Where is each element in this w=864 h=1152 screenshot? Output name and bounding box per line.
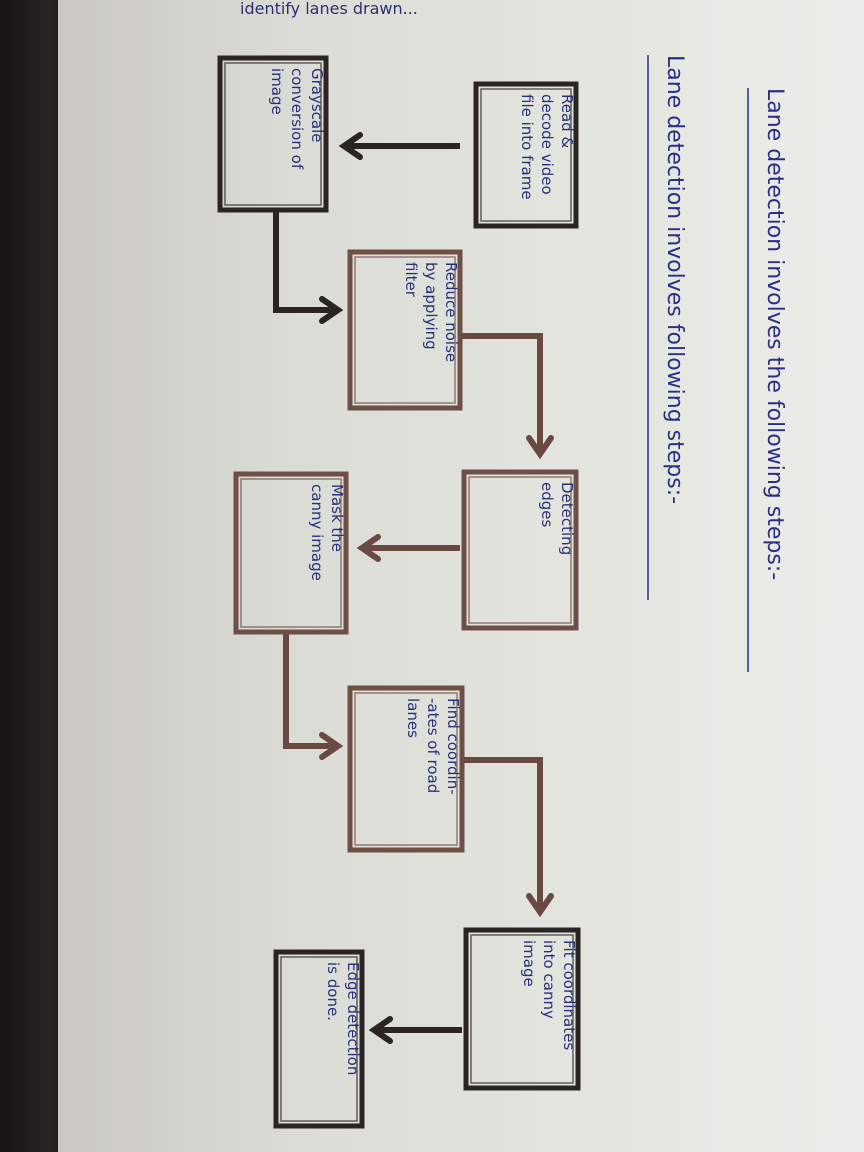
step-label-line: Fit coordinates	[560, 940, 578, 1050]
step-box-inner-border	[480, 88, 572, 222]
step-label-line: by applying	[422, 262, 440, 350]
arrow-mask-to-find	[283, 634, 344, 760]
arrow-fit-to-done	[368, 1016, 462, 1044]
step-box-border	[347, 249, 463, 411]
step-label-line: is done.	[324, 962, 342, 1021]
step-label-line: -ates of road	[424, 698, 442, 793]
step-label-line: Mask the	[328, 484, 346, 552]
step-label-line: edges	[538, 482, 556, 528]
step-box-inner-border	[280, 956, 358, 1122]
step-label-line: Edge detection	[344, 962, 362, 1075]
top-scribble-text: identify lanes drawn...	[240, 0, 418, 18]
arrow-grayscale-to-reduce	[273, 212, 344, 324]
step-label-line: Find coordin-	[444, 698, 462, 795]
step-label-line: Detecting	[558, 482, 576, 555]
step-label-line: file into frame	[518, 94, 536, 200]
step-box-inner-border	[354, 256, 456, 404]
arrow-reduce-to-detect	[462, 333, 554, 460]
step-label-line: lanes	[404, 698, 422, 738]
arrow-find-to-fit	[464, 757, 554, 918]
step-label-line: conversion of	[288, 68, 306, 170]
step-label-line: filter	[402, 262, 420, 298]
step-label-line: image	[268, 68, 286, 115]
step-label-line: into canny	[540, 940, 558, 1019]
step-box-border	[273, 949, 365, 1129]
step-box-inner-border	[240, 478, 342, 628]
step-box-inner-border	[354, 692, 458, 846]
step-box-border	[347, 685, 465, 853]
step-box-border	[463, 927, 581, 1091]
step-label-line: image	[520, 940, 538, 987]
step-box-inner-border	[470, 934, 574, 1084]
heading-line-2-text: Lane detection involves following steps:…	[662, 55, 687, 504]
step-label-line: Grayscale	[308, 68, 326, 143]
step-box-inner-border	[468, 476, 572, 624]
step-label-line: canny image	[308, 484, 326, 581]
heading-line-1-text: Lane detection involves the following st…	[762, 88, 787, 580]
arrow-detect-to-mask	[356, 534, 460, 562]
step-box-inner-border	[224, 62, 322, 206]
arrow-read-to-grayscale	[338, 132, 460, 160]
step-box-border	[217, 55, 329, 213]
step-box-border	[233, 471, 349, 635]
step-box-border	[461, 469, 579, 631]
step-box-border	[473, 81, 579, 229]
step-label-line: Reduce noise	[442, 262, 460, 362]
paper-sheet	[58, 0, 864, 1152]
step-label-line: Read &	[558, 94, 576, 148]
step-label-line: decode video	[538, 94, 556, 195]
